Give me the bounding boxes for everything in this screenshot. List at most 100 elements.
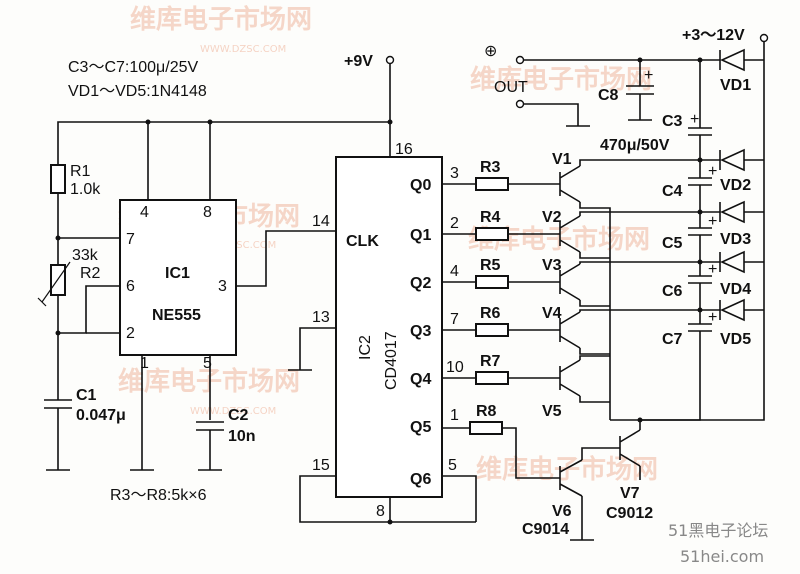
ic1-pin8: 8 <box>203 204 212 221</box>
out-minus-terminal <box>515 99 525 109</box>
watermark-url-5: WWW.DZSC.COM <box>190 406 276 417</box>
vd4-label: VD4 <box>720 281 751 298</box>
r1-resistor <box>50 164 66 194</box>
c2-value: 10n <box>228 428 256 445</box>
ic2-pin8: 8 <box>376 503 385 520</box>
q4-label: Q4 <box>410 371 431 388</box>
vd5-label: VD5 <box>720 331 751 348</box>
ic1-pin1: 1 <box>140 355 149 372</box>
r6-resistor <box>475 323 509 337</box>
watermark-text-5: 维库电子市场网 <box>118 366 300 397</box>
q1-label: Q1 <box>410 227 431 244</box>
watermark-text-6: 维库电子市场网 <box>476 454 658 485</box>
resistors-note: R3～R8:5k×6 <box>110 487 207 504</box>
watermark-text-1: 维库电子市场网 <box>130 4 312 35</box>
ic1-pin6: 6 <box>126 278 135 295</box>
q4-pin: 10 <box>446 359 464 376</box>
c8-plus: + <box>644 67 653 84</box>
c1-label: C1 <box>76 387 97 404</box>
c6-plus: + <box>708 261 717 278</box>
q2-pin: 4 <box>450 263 459 280</box>
vin-terminal <box>759 33 769 43</box>
q3-label: Q3 <box>410 323 431 340</box>
out-label: OUT <box>494 79 528 96</box>
ic2-name: IC2 <box>357 335 374 360</box>
v3-label: V3 <box>542 257 562 274</box>
vd3-label: VD3 <box>720 231 751 248</box>
transistor-v5 <box>559 359 581 397</box>
r8-resistor <box>469 421 503 435</box>
ic1-ne555 <box>119 199 237 356</box>
c7-label: C7 <box>662 331 683 348</box>
out-plus-symbol: ⊕ <box>484 43 497 60</box>
diodes-note: VD1～VD5:1N4148 <box>68 83 207 100</box>
c3-label: C3 <box>662 113 683 130</box>
c8-label: C8 <box>598 87 619 104</box>
v2-label: V2 <box>542 209 562 226</box>
ic1-pin2: 2 <box>126 325 135 342</box>
c3-value: 470μ/50V <box>600 137 670 154</box>
transistor-v7 <box>619 429 641 467</box>
ic2-pin13: 13 <box>312 309 330 326</box>
ic1-pin7: 7 <box>126 231 135 248</box>
r1-value: 1.0k <box>70 181 101 198</box>
ic1-part: NE555 <box>152 307 201 324</box>
r6-label: R6 <box>480 305 501 322</box>
transistor-v6 <box>559 459 583 497</box>
q0-pin: 3 <box>450 165 459 182</box>
q3-pin: 7 <box>450 311 459 328</box>
q1-pin: 2 <box>450 215 459 232</box>
ic1-pin5: 5 <box>203 355 212 372</box>
c6-label: C6 <box>662 283 683 300</box>
vd1-label: VD1 <box>720 77 751 94</box>
r7-resistor <box>475 371 509 385</box>
out-plus-terminal <box>515 55 525 65</box>
c5-plus: + <box>708 213 717 230</box>
c1-value: 0.047μ <box>76 407 126 424</box>
ic2-part: CD4017 <box>383 331 400 390</box>
r2-value: 33k <box>72 247 99 264</box>
vcc-terminal <box>385 55 395 65</box>
c4-label: C4 <box>662 183 683 200</box>
c5-label: C5 <box>662 235 683 252</box>
site-logo-url: 51hei.com <box>680 547 764 566</box>
r4-resistor <box>475 227 509 241</box>
v6-label: V6 <box>552 503 572 520</box>
q5-pin: 1 <box>450 407 459 424</box>
v4-label: V4 <box>542 305 562 322</box>
ic1-pin3: 3 <box>218 278 227 295</box>
r4-label: R4 <box>480 209 501 226</box>
c2-label: C2 <box>228 407 249 424</box>
transistor-v1 <box>559 165 581 203</box>
r1-label: R1 <box>70 163 91 180</box>
r3-resistor <box>475 177 509 191</box>
q0-label: Q0 <box>410 177 431 194</box>
watermark-text-2: 维库电子市场网 <box>470 64 652 95</box>
vin-label: +3～12V <box>682 27 745 44</box>
v7-label: V7 <box>620 485 640 502</box>
c3-plus: + <box>690 111 699 128</box>
r2-label: R2 <box>80 265 101 282</box>
v6-part: C9014 <box>522 521 569 538</box>
q5-label: Q5 <box>410 419 431 436</box>
r8-label: R8 <box>476 403 497 420</box>
ic2-clk: CLK <box>346 233 379 250</box>
v5-label: V5 <box>542 403 562 420</box>
transistor-v3 <box>559 263 581 301</box>
transistor-v2 <box>559 215 581 253</box>
ic2-cd4017 <box>335 156 443 498</box>
ic2-pin14: 14 <box>312 213 330 230</box>
c7-plus: + <box>708 309 717 326</box>
ic1-pin4: 4 <box>140 204 149 221</box>
ic1-name: IC1 <box>165 265 190 282</box>
ic2-pin16: 16 <box>395 141 413 158</box>
caps-note: C3～C7:100μ/25V <box>68 59 199 76</box>
vcc-label: +9V <box>344 53 373 70</box>
watermark-url-1: WWW.DZSC.COM <box>200 44 286 55</box>
vd2-label: VD2 <box>720 177 751 194</box>
q6-pin: 5 <box>448 457 457 474</box>
r5-resistor <box>475 275 509 289</box>
q2-label: Q2 <box>410 275 431 292</box>
